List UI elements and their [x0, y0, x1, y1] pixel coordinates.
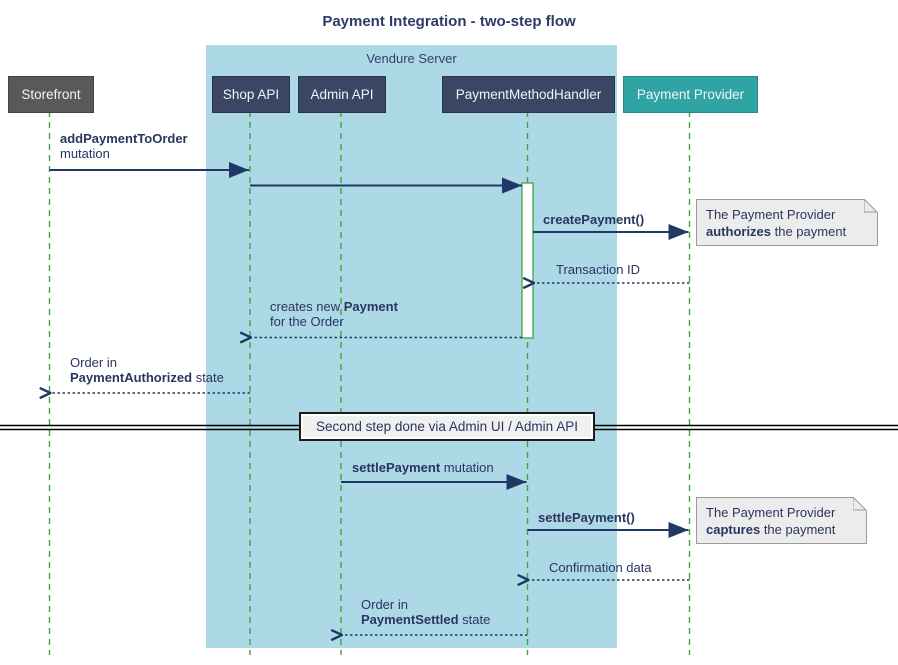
diagram-title: Payment Integration - two-step flow: [322, 13, 576, 30]
message-settle-payment-call: settlePayment(): [538, 510, 635, 525]
message-text: Order in: [361, 597, 408, 612]
message-settle-payment-mutation: settlePayment mutation: [352, 460, 494, 475]
vendure-server-container: [206, 45, 617, 648]
note-text: the payment: [760, 522, 836, 537]
message-order-payment-authorized: Order in PaymentAuthorized state: [70, 355, 224, 385]
participant-payment-provider: Payment Provider: [623, 76, 758, 113]
message-text: creates new: [270, 299, 344, 314]
vendure-server-label: Vendure Server: [366, 51, 457, 66]
note-text: captures: [706, 522, 761, 537]
message-text: state: [192, 370, 224, 385]
participant-admin-api: Admin API: [298, 76, 386, 113]
message-text: Order in: [70, 355, 117, 370]
note-fold-icon: [864, 199, 878, 213]
message-creates-new-payment: creates new Payment for the Order: [270, 299, 398, 329]
note-fold-icon: [853, 497, 867, 511]
message-text: PaymentSettled: [361, 612, 459, 627]
message-text: for the Order: [270, 314, 344, 329]
note-authorizes: The Payment Provider authorizes the paym…: [696, 199, 878, 246]
note-captures: The Payment Provider captures the paymen…: [696, 497, 867, 544]
divider-label: Second step done via Admin UI / Admin AP…: [299, 412, 595, 441]
note-text: the payment: [771, 224, 847, 239]
participant-payment-method-handler: PaymentMethodHandler: [442, 76, 615, 113]
message-add-payment-to-order: addPaymentToOrder mutation: [60, 131, 188, 161]
message-text: mutation: [60, 146, 110, 161]
participant-storefront: Storefront: [8, 76, 94, 113]
message-text: state: [458, 612, 491, 627]
message-text: PaymentAuthorized: [70, 370, 193, 385]
message-text: Payment: [343, 299, 398, 314]
note-text: The Payment Provider: [706, 207, 836, 222]
note-text: authorizes: [706, 224, 772, 239]
participant-shop-api: Shop API: [212, 76, 290, 113]
activation-bar-payment-method-handler: [521, 182, 534, 339]
message-text: addPaymentToOrder: [60, 131, 188, 146]
message-order-payment-settled: Order in PaymentSettled state: [361, 597, 490, 627]
message-text: mutation: [440, 460, 494, 475]
message-transaction-id: Transaction ID: [556, 262, 641, 277]
message-confirmation-data: Confirmation data: [549, 560, 652, 575]
message-text: settlePayment: [352, 460, 441, 475]
note-text: The Payment Provider: [706, 505, 836, 520]
message-create-payment: createPayment(): [543, 212, 645, 227]
